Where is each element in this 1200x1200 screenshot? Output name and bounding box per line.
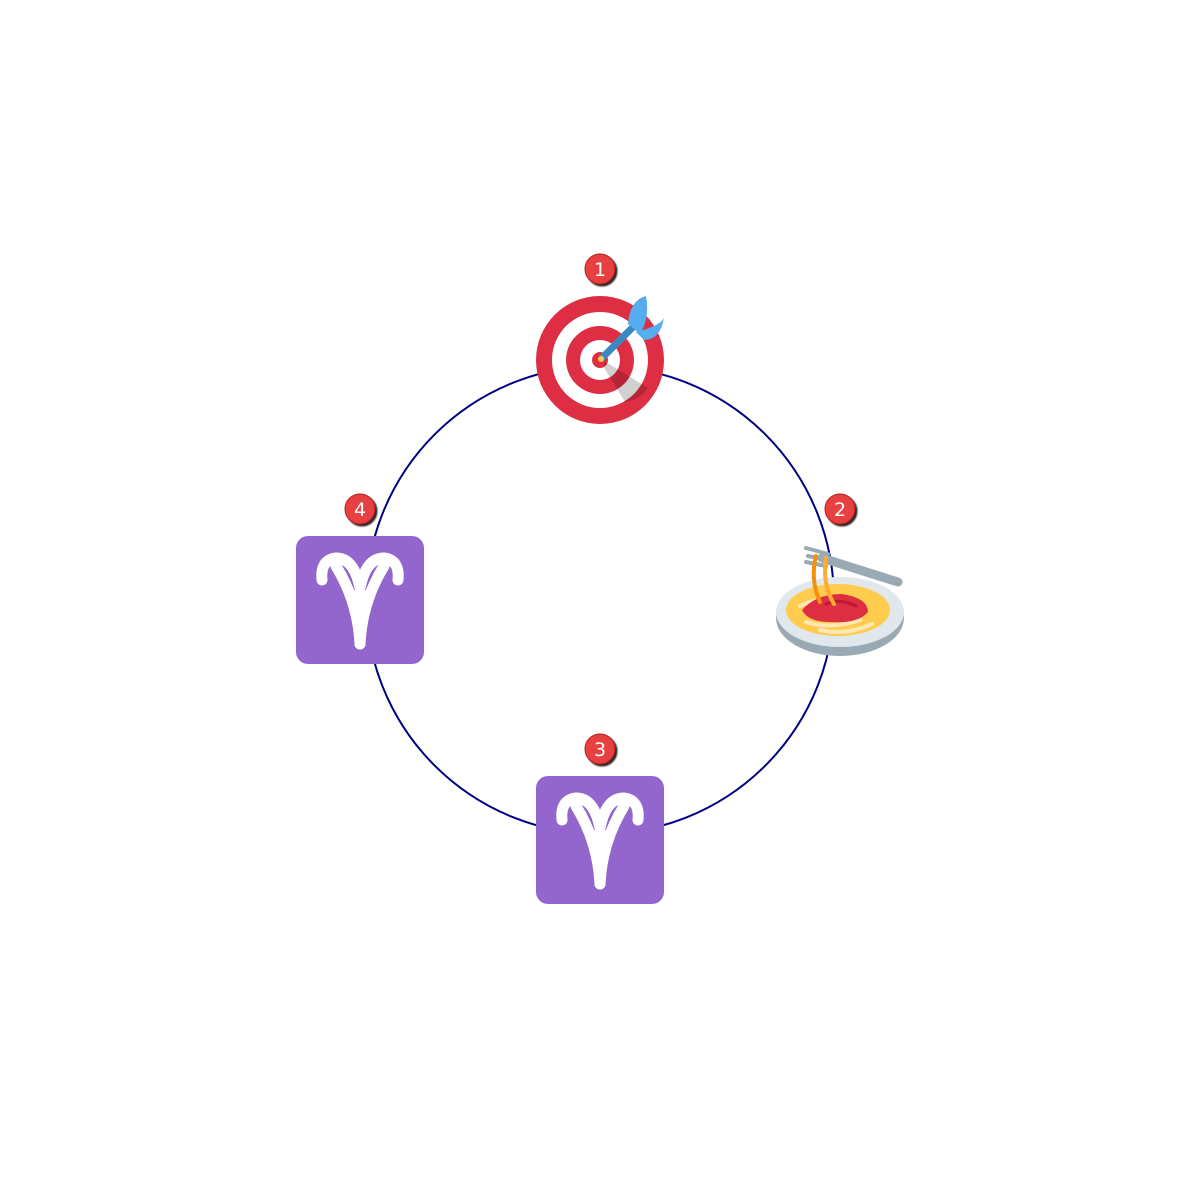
cycle-node-4: 4 xyxy=(296,493,424,664)
step-badge: 2 xyxy=(824,493,856,525)
step-badge: 3 xyxy=(584,733,616,765)
svg-text:3: 3 xyxy=(594,739,606,761)
svg-text:4: 4 xyxy=(354,499,366,521)
step-badge: 1 xyxy=(584,253,616,285)
cycle-node-3: 3 xyxy=(536,733,664,904)
aries-zodiac-icon xyxy=(296,536,424,664)
aries-zodiac-icon xyxy=(536,776,664,904)
cycle-node-1: 1 xyxy=(536,253,664,424)
cycle-node-2: 2 xyxy=(776,493,904,656)
step-badge: 4 xyxy=(344,493,376,525)
svg-text:2: 2 xyxy=(834,499,846,521)
spaghetti-plate-icon xyxy=(776,546,904,656)
direct-hit-target-icon xyxy=(536,296,664,424)
svg-text:1: 1 xyxy=(594,259,606,281)
